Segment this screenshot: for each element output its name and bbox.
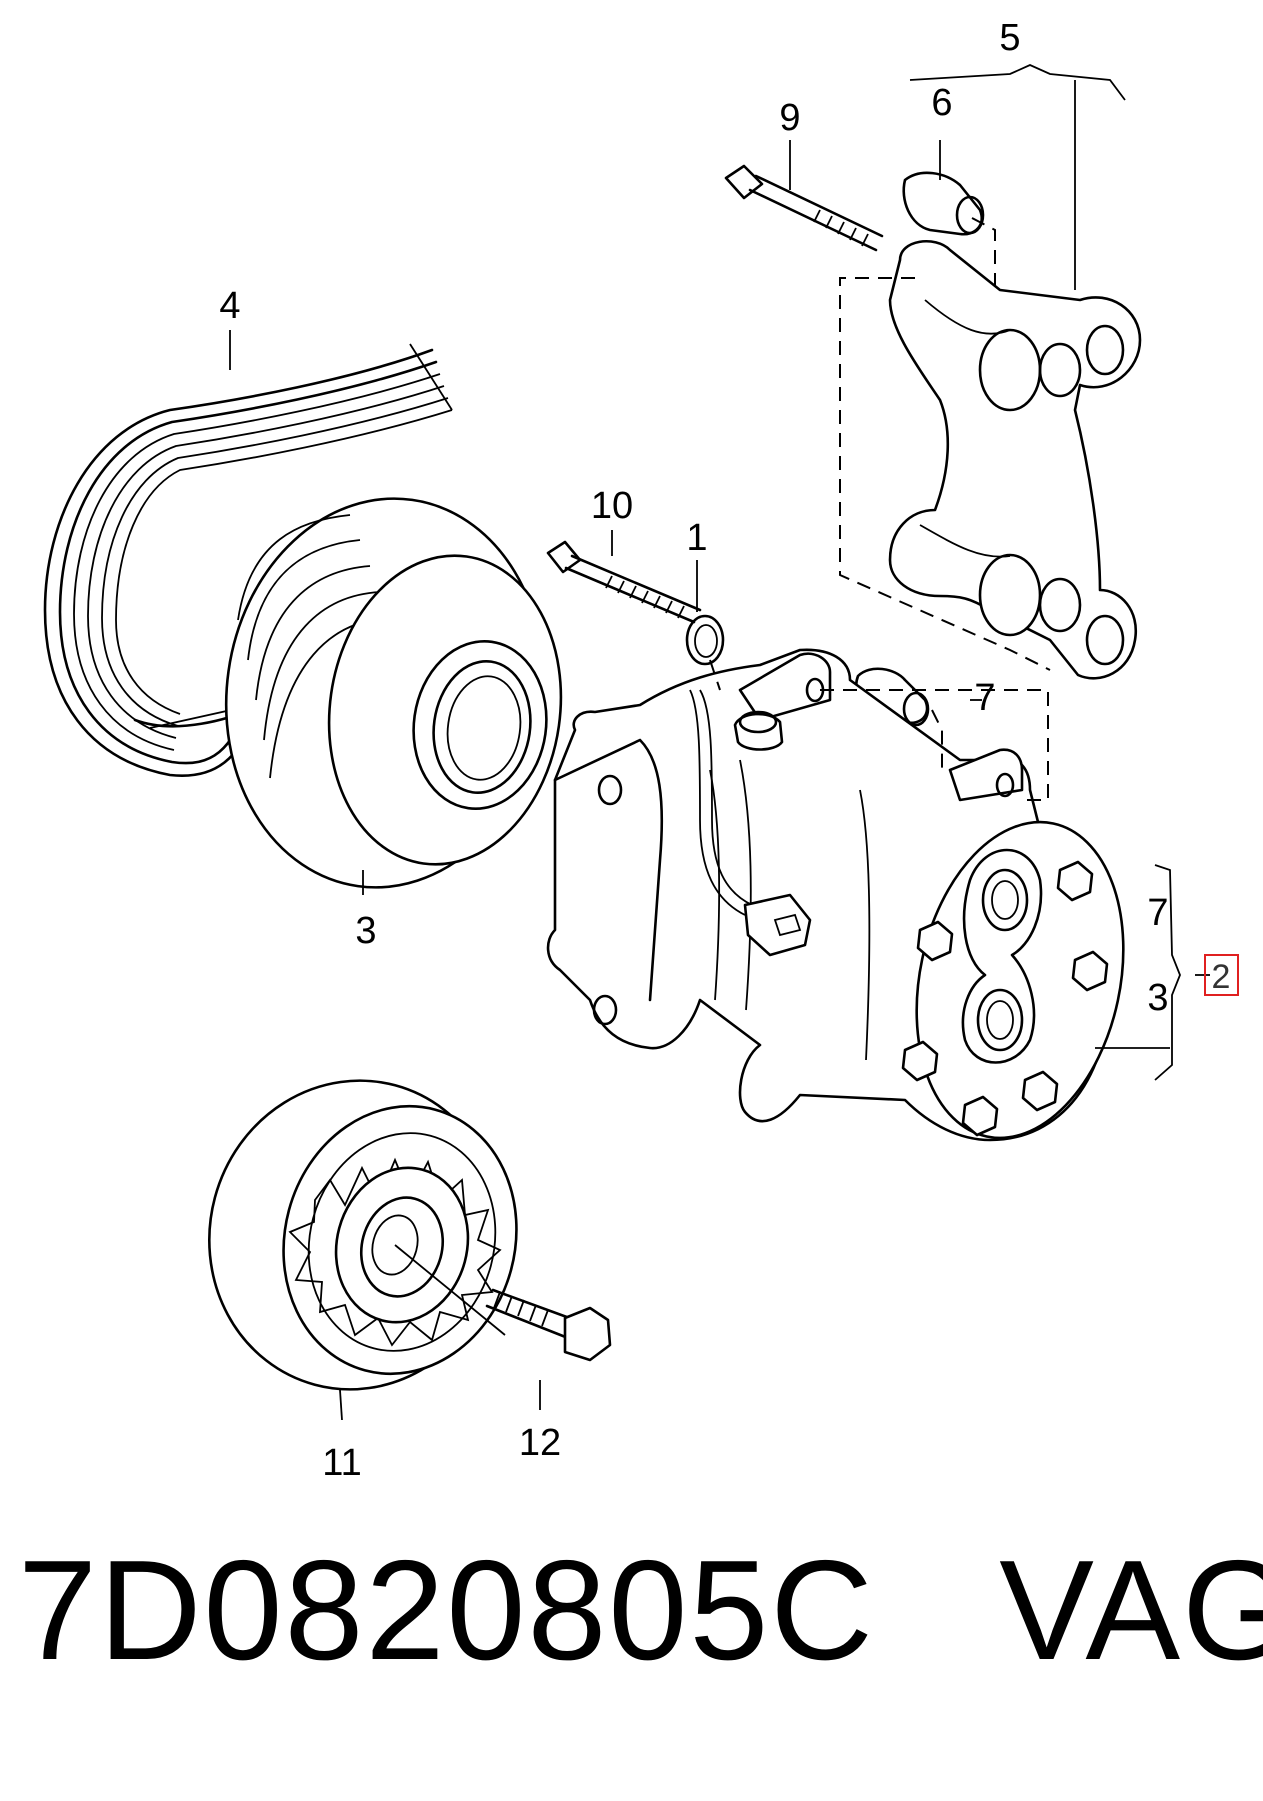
callout-10: 10 <box>591 485 633 527</box>
callout-7-group: 7 <box>1147 892 1168 934</box>
bolt-10 <box>546 540 702 624</box>
brand-name: VAG <box>999 1531 1263 1690</box>
callout-6: 6 <box>931 82 952 124</box>
part-number: 7D0820805C <box>18 1531 875 1690</box>
callout-2: 2 <box>1212 958 1231 996</box>
callout-9: 9 <box>779 97 800 139</box>
callout-7-sleeve: 7 <box>974 677 995 719</box>
callout-3-group: 3 <box>1147 977 1168 1019</box>
tensioner-roller-11 <box>208 1079 518 1391</box>
callout-11: 11 <box>322 1442 361 1484</box>
callout-12: 12 <box>519 1422 561 1464</box>
callout-2-highlight: 2 <box>1204 954 1239 996</box>
leader-lines <box>229 64 1210 1421</box>
bolt-12 <box>485 1288 612 1362</box>
callout-4: 4 <box>219 285 240 327</box>
caption-gap <box>875 1531 999 1690</box>
bolt-9 <box>724 164 884 252</box>
seal-ring-1 <box>685 614 725 666</box>
sleeve-6 <box>902 171 985 236</box>
callout-1: 1 <box>686 517 707 559</box>
bracket-5 <box>888 240 1142 680</box>
callout-labels: 4 3 10 1 9 6 5 7 7 3 11 12 2 <box>219 17 1239 1484</box>
callout-3-pulley: 3 <box>355 910 376 952</box>
callout-5: 5 <box>999 17 1020 59</box>
part-caption: 7D0820805C VAG <box>18 1540 1263 1682</box>
clutch-pulley <box>224 497 563 889</box>
compressor-2 <box>546 648 1125 1142</box>
